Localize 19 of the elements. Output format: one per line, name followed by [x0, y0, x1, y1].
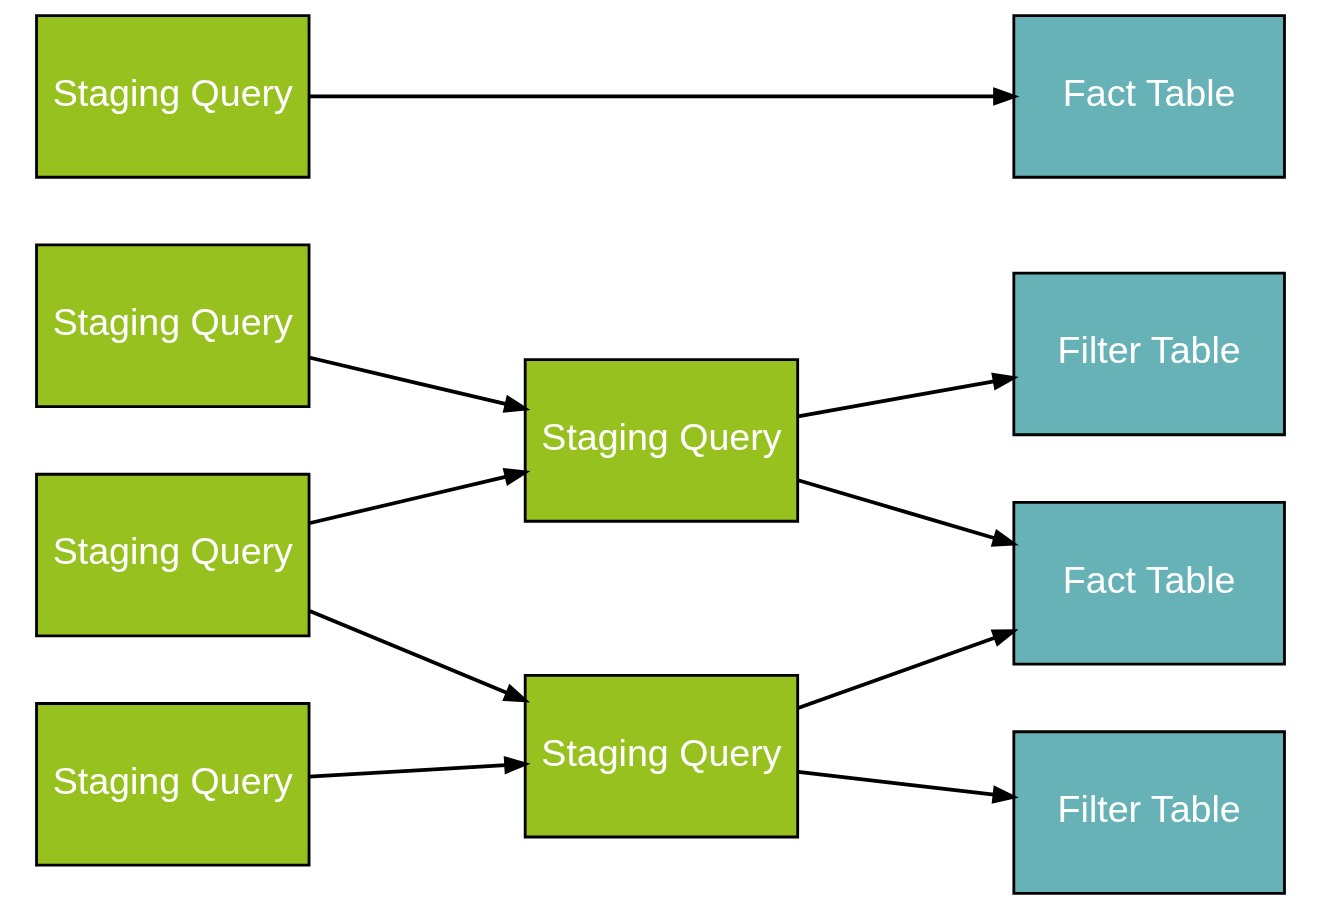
arrow — [307, 609, 530, 703]
node-box: Filter Table — [1011, 730, 1286, 895]
node-box: Fact Table — [1011, 501, 1286, 666]
node-box: Filter Table — [1011, 271, 1286, 437]
arrow — [308, 755, 531, 779]
arrow — [308, 87, 1019, 106]
arrow — [308, 468, 530, 526]
node-box: Staging Query — [523, 358, 799, 523]
arrow — [797, 770, 1019, 804]
node-box: Staging Query — [34, 14, 310, 179]
arrow — [797, 478, 1019, 547]
node-box: Staging Query — [523, 673, 799, 839]
node-box: Staging Query — [34, 472, 310, 638]
node-box: Fact Table — [1011, 14, 1286, 179]
arrow — [797, 629, 1019, 710]
node-box: Staging Query — [34, 702, 310, 867]
node-box: Staging Query — [34, 243, 310, 408]
arrow — [308, 355, 530, 413]
arrow — [797, 372, 1019, 419]
